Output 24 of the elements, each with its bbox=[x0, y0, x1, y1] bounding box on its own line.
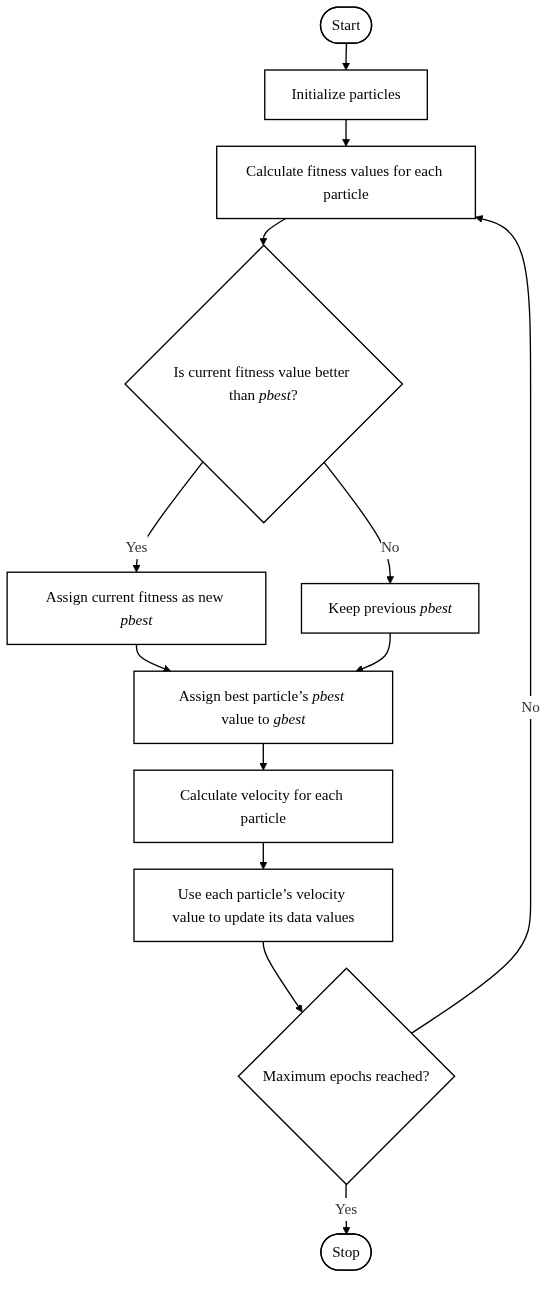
node-diamond: Is current fitness value better than pbest? bbox=[124, 244, 404, 524]
edge-label: Yes bbox=[125, 538, 148, 556]
arrow bbox=[259, 217, 287, 246]
arrow bbox=[259, 742, 268, 771]
edge-label: No bbox=[380, 538, 400, 556]
arrow bbox=[262, 940, 303, 1013]
node-box: Calculate velocity for each particle bbox=[133, 769, 394, 844]
arrow bbox=[342, 43, 350, 71]
arrow bbox=[342, 118, 350, 147]
node-box: Assign best particle’s pbest value to gbest bbox=[133, 670, 394, 745]
arrow bbox=[135, 643, 172, 673]
edge-label: No bbox=[521, 698, 540, 716]
arrow bbox=[259, 841, 268, 870]
node-diamond: Maximum epochs reached? bbox=[237, 967, 456, 1186]
arrow bbox=[132, 461, 204, 573]
node-box: Assign current fitness as new pbest bbox=[6, 571, 267, 646]
node-box: Keep previous pbest bbox=[300, 582, 480, 634]
node-box: Use each particle’s velocity value to update its data values bbox=[133, 868, 394, 943]
node-box: Calculate fitness values for each particle bbox=[216, 145, 477, 220]
edge-label: Yes bbox=[335, 1200, 358, 1218]
arrow bbox=[323, 461, 395, 584]
arrow bbox=[410, 215, 532, 1035]
arrow bbox=[355, 632, 391, 673]
node-box: Initialize particles bbox=[264, 69, 428, 121]
